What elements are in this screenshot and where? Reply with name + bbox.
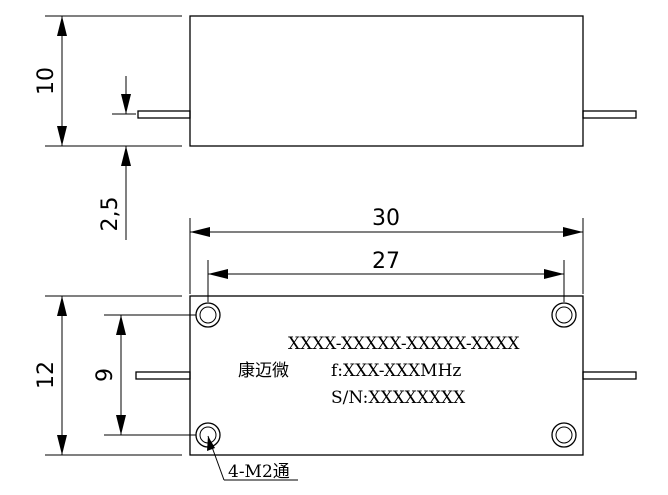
- serial-label: S/N:XXXXXXXX: [331, 388, 466, 408]
- dim-height-top: 12: [34, 296, 67, 455]
- side-view-left-pin: [137, 110, 191, 119]
- side-view-body: [189, 15, 584, 147]
- dim-hole-spacing-y-text: 9: [93, 368, 118, 382]
- dim-pin-offset: 2,5: [98, 76, 131, 240]
- dim-hole-spacing-x-text: 27: [372, 249, 400, 274]
- mounting-holes-label: 4-M2通: [228, 462, 290, 482]
- dim-length-overall: 30: [190, 206, 583, 237]
- frequency-label: f:XXX-XXXMHz: [331, 361, 461, 381]
- company-label: 康迈微: [238, 361, 289, 381]
- top-view-left-pin: [135, 371, 191, 380]
- side-view: 10 2,5: [34, 15, 637, 240]
- dim-length-overall-text: 30: [372, 206, 400, 231]
- dim-side-height: 10: [34, 16, 67, 146]
- dim-hole-spacing-y: 9: [93, 315, 126, 435]
- dim-hole-spacing-x: 27: [208, 249, 564, 279]
- mounting-hole-top-left: [195, 302, 221, 328]
- part-number-label: XXXX-XXXXX-XXXXX-XXXX: [288, 334, 520, 354]
- dim-height-top-text: 12: [34, 361, 59, 389]
- top-view-right-pin: [582, 371, 637, 380]
- mounting-hole-top-right: [551, 302, 577, 328]
- dim-side-height-text: 10: [34, 67, 59, 95]
- dim-pin-offset-text: 2,5: [98, 197, 123, 232]
- mounting-holes-callout: 4-M2通: [207, 435, 298, 482]
- top-view: 30 27 12 9 XXXX-XXXXX-XXXX: [34, 206, 637, 482]
- mounting-hole-bottom-right: [551, 422, 577, 448]
- side-view-right-pin: [582, 110, 637, 119]
